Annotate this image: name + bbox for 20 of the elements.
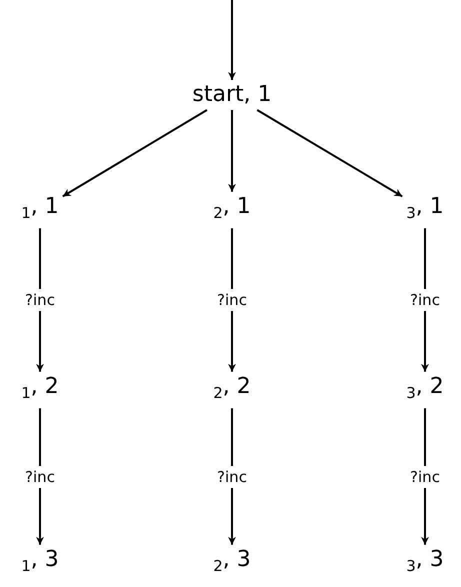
arrow [256, 109, 403, 198]
state-label: $_{3}$, 2 [404, 374, 446, 406]
arrow [228, 0, 236, 80]
state-label: $_{2}$, 3 [211, 546, 253, 580]
edge-label: ?inc [25, 289, 55, 311]
edge-label: ?inc [410, 289, 440, 311]
state-label: $_{2}$, 2 [211, 374, 253, 406]
arrow [228, 110, 236, 192]
edge-label: ?inc [217, 466, 247, 488]
state-label: $_{2}$, 1 [211, 194, 253, 226]
state-label: $_{1}$, 3 [19, 546, 61, 580]
state-label: $_{3}$, 3 [404, 546, 446, 580]
arrow [62, 109, 208, 198]
state-label: $_{3}$, 1 [404, 194, 446, 226]
edge-label: ?inc [410, 466, 440, 488]
state-label: $_{1}$, 1 [19, 194, 61, 226]
edge-label: ?inc [25, 466, 55, 488]
state-label: start, 1 [190, 82, 274, 108]
edge-label: ?inc [217, 289, 247, 311]
state-label: $_{1}$, 2 [19, 374, 61, 406]
